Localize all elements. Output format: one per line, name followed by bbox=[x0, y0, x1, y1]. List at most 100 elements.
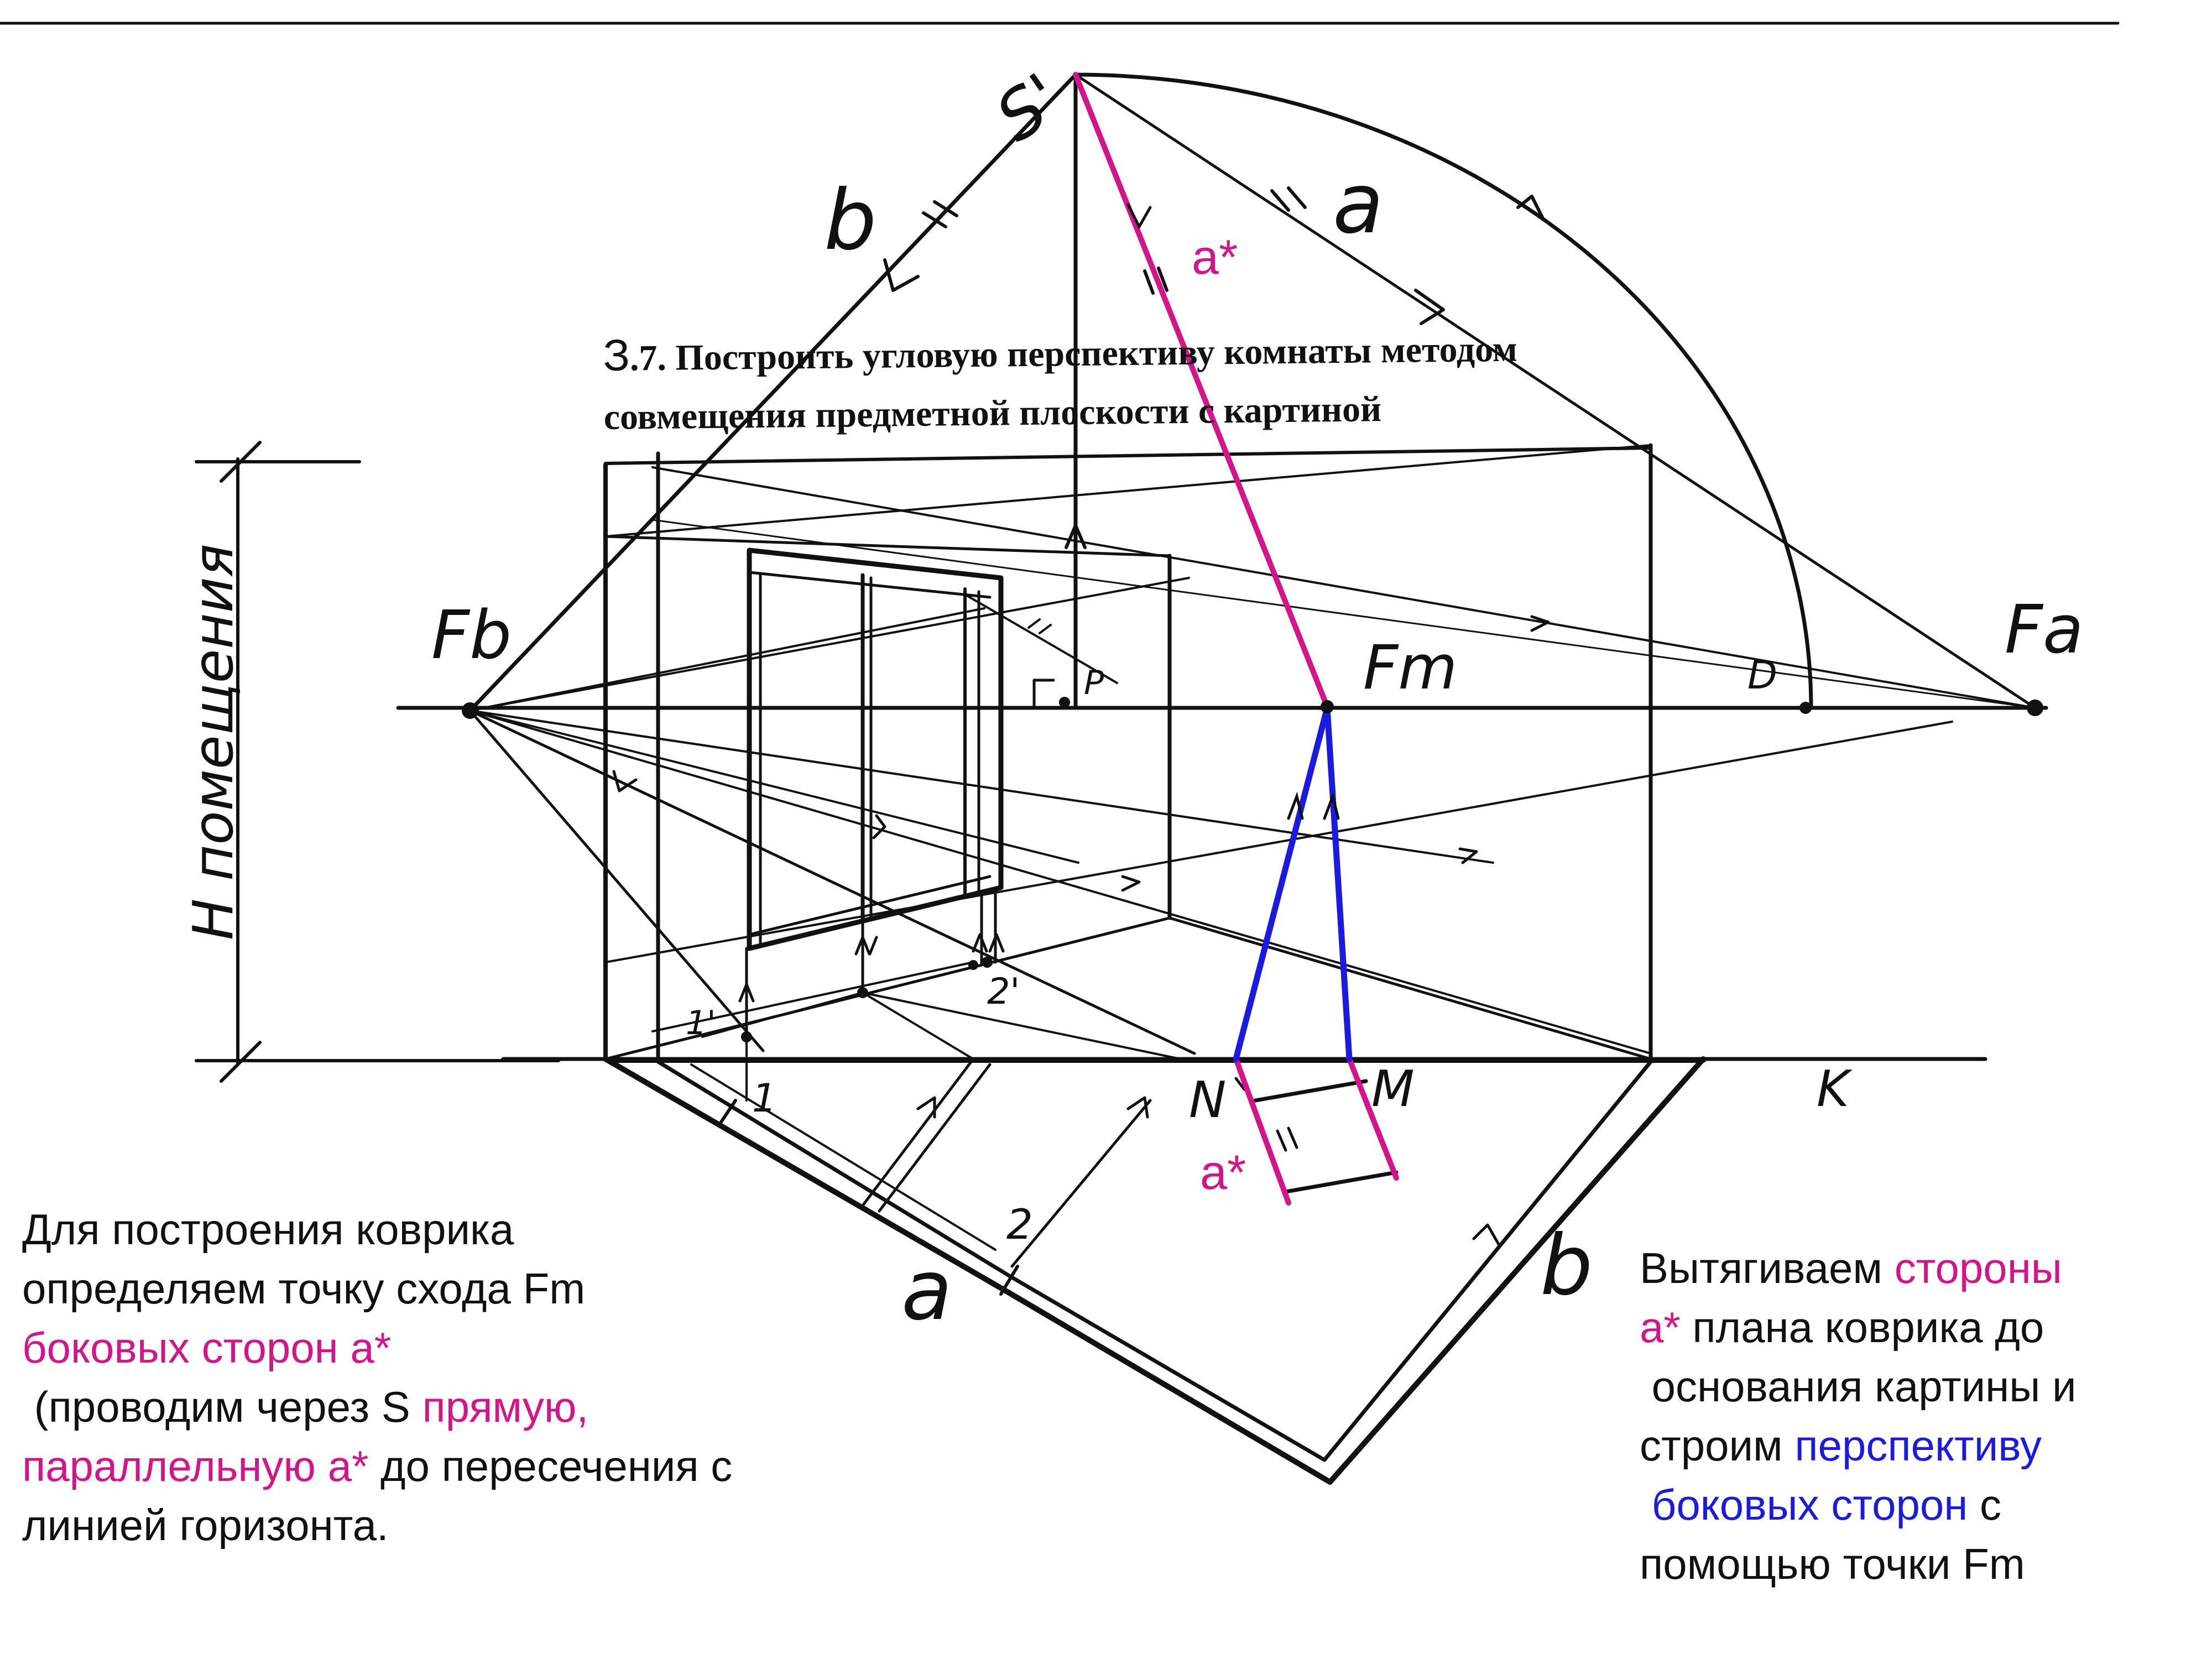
arrow-fan-5 bbox=[1458, 847, 1478, 864]
note-right-p9: с bbox=[1980, 1480, 2002, 1529]
note-left-p7: до пересечения с bbox=[380, 1442, 733, 1490]
arrow-fan-1 bbox=[612, 770, 638, 792]
arrow-fan-3 bbox=[1121, 875, 1141, 892]
point-p-lines bbox=[964, 593, 1118, 684]
plan-wall-thin bbox=[690, 1063, 997, 1251]
note-left-p2: определяем точку схода Fm bbox=[22, 1264, 586, 1313]
plan-tick-2 bbox=[999, 1265, 1019, 1296]
fan-fb-6 bbox=[469, 709, 1079, 864]
ticks-a bbox=[1270, 186, 1307, 212]
plan-proj-3 bbox=[878, 1063, 992, 1213]
note-right-p7: перспективу bbox=[1794, 1421, 2042, 1470]
arrow-b bbox=[883, 258, 920, 292]
height-tick-top bbox=[195, 441, 361, 483]
floor-line-1 bbox=[604, 916, 1171, 1061]
floor-line-2 bbox=[1168, 916, 1652, 1061]
label-p: P bbox=[1084, 664, 1104, 702]
ceiling-line-2 bbox=[604, 535, 1171, 557]
line-b-top bbox=[468, 72, 1078, 713]
plan-arrow-1 bbox=[916, 1096, 936, 1119]
a-star-arrow bbox=[1126, 203, 1152, 230]
note-left-p5: прямую, bbox=[422, 1383, 589, 1431]
plan-proj-4 bbox=[1010, 1099, 1152, 1268]
plan-arrow-b bbox=[1472, 1223, 1500, 1246]
carpet-bottom-edge bbox=[1284, 1170, 1399, 1194]
ceiling-line-3 bbox=[604, 444, 1652, 538]
a-star-line-right bbox=[1347, 1056, 1399, 1181]
note-left: Для построения коврика определяем точку … bbox=[22, 1200, 863, 1555]
label-b-top: b bbox=[824, 173, 877, 269]
label-fb: Fb bbox=[431, 597, 512, 674]
point-p bbox=[1059, 697, 1070, 708]
plan-arrow-2 bbox=[1126, 1096, 1149, 1119]
plan-outline-inner bbox=[656, 1060, 1653, 1462]
label-b-bottom: b bbox=[1540, 1218, 1593, 1314]
label-fa: Fa bbox=[2005, 592, 2084, 669]
label-h-room: H помещения bbox=[181, 544, 246, 940]
point-d bbox=[1799, 702, 1812, 714]
note-left-p4: (проводим через S bbox=[22, 1383, 410, 1431]
carpet-top-edge bbox=[1253, 1079, 1368, 1103]
plan-tick-1 bbox=[717, 1099, 737, 1127]
ticks-b bbox=[922, 200, 958, 228]
window-outer bbox=[747, 547, 1004, 951]
note-right-p3: a* bbox=[1640, 1303, 1681, 1352]
plan-proj-2 bbox=[861, 1057, 975, 1207]
carpet-ticks bbox=[1234, 1077, 1298, 1152]
fan-fb-8 bbox=[651, 519, 2036, 709]
arrow-1prime-up bbox=[738, 983, 755, 1003]
task-title: З.7. Построить угловую перспективу комна… bbox=[603, 313, 1876, 447]
task-number-digit: З bbox=[603, 330, 630, 380]
perspective-line-m bbox=[1324, 705, 1353, 1062]
label-fm: Fm bbox=[1363, 632, 1457, 703]
arc-sd bbox=[1073, 72, 1813, 710]
label-a-top: a bbox=[1333, 156, 1384, 252]
height-tick-bottom bbox=[195, 1041, 560, 1083]
point-fa bbox=[2027, 700, 2043, 716]
plan-lines-1prime bbox=[701, 992, 1182, 1060]
note-left-p3: боковых сторон a* bbox=[22, 1323, 392, 1372]
perspective-line-n bbox=[1233, 705, 1331, 1062]
a-star-ticks bbox=[1143, 267, 1168, 295]
point-1prime bbox=[741, 1031, 752, 1042]
note-right-p4: плана коврика до bbox=[1692, 1303, 2044, 1352]
a-star-line-left bbox=[1233, 1056, 1291, 1206]
label-s-prime: S' bbox=[983, 59, 1076, 156]
note-left-p8: линией горизонта. bbox=[22, 1501, 389, 1550]
floor-line-4 bbox=[651, 961, 974, 1032]
label-m: M bbox=[1371, 1060, 1415, 1118]
floor-line-3 bbox=[604, 721, 1953, 963]
fan-fb-3 bbox=[469, 709, 1652, 1055]
note-right-p8: боковых сторон bbox=[1640, 1480, 1968, 1529]
point-fb bbox=[462, 702, 478, 719]
label-d: D bbox=[1747, 653, 1777, 698]
label-one-prime: 1' bbox=[686, 1004, 716, 1042]
fan-fb-7 bbox=[469, 709, 1494, 864]
plan-outline-outer bbox=[603, 1056, 1706, 1485]
blue-arrows bbox=[1287, 791, 1340, 820]
arrow-fan-2 bbox=[872, 814, 886, 839]
point-mid-2 bbox=[968, 960, 978, 970]
note-left-p1: Для построения коврика bbox=[22, 1205, 514, 1254]
note-right-p1: Вытягиваем bbox=[1640, 1244, 1883, 1292]
label-a-star-top: a* bbox=[1192, 229, 1238, 284]
label-one: 1 bbox=[752, 1076, 777, 1121]
note-right-p6: строим bbox=[1640, 1421, 1783, 1470]
point-2prime bbox=[982, 957, 993, 968]
window-verticals-low bbox=[745, 889, 997, 1039]
note-left-p6: параллельную a* bbox=[22, 1442, 369, 1490]
note-right-p5: основания картины и bbox=[1640, 1362, 2077, 1411]
fan-fb-2 bbox=[468, 709, 1196, 1055]
label-n: N bbox=[1189, 1071, 1226, 1129]
note-right-p2: стороны bbox=[1894, 1244, 2062, 1292]
label-two: 2 bbox=[1006, 1200, 1033, 1249]
p-marker bbox=[1032, 679, 1055, 709]
label-k: K bbox=[1817, 1060, 1853, 1118]
fan-fb-5 bbox=[469, 577, 1190, 712]
arc-arrow bbox=[1516, 195, 1545, 220]
arrow-a bbox=[1414, 289, 1445, 325]
task-title-text-1: .7. Построить угловую перспективу комнат… bbox=[629, 328, 1518, 379]
arrow-fan-4 bbox=[1530, 615, 1550, 632]
fan-fb-1 bbox=[468, 709, 765, 1052]
